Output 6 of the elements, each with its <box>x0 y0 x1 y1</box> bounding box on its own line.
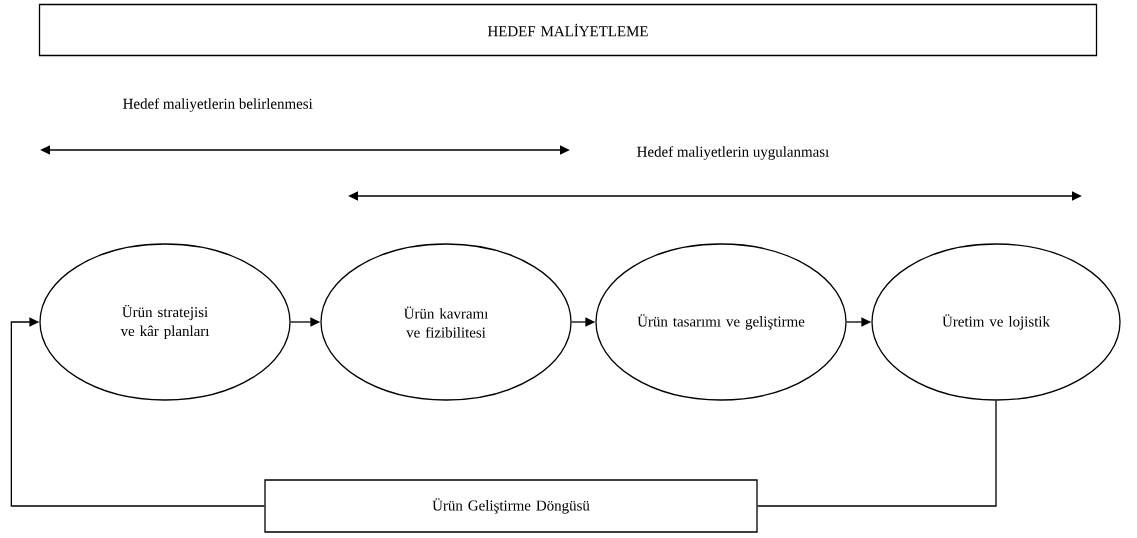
label-box: Ürün Geliştirme Döngüsü <box>264 479 758 533</box>
connector-line <box>757 400 997 507</box>
span-label: Hedef maliyetlerin belirlenmesi <box>123 98 313 112</box>
span-label: Hedef maliyetlerin uygulanması <box>637 146 829 160</box>
label-box: HEDEF MALİYETLEME <box>38 3 1098 57</box>
arrow <box>10 317 265 507</box>
